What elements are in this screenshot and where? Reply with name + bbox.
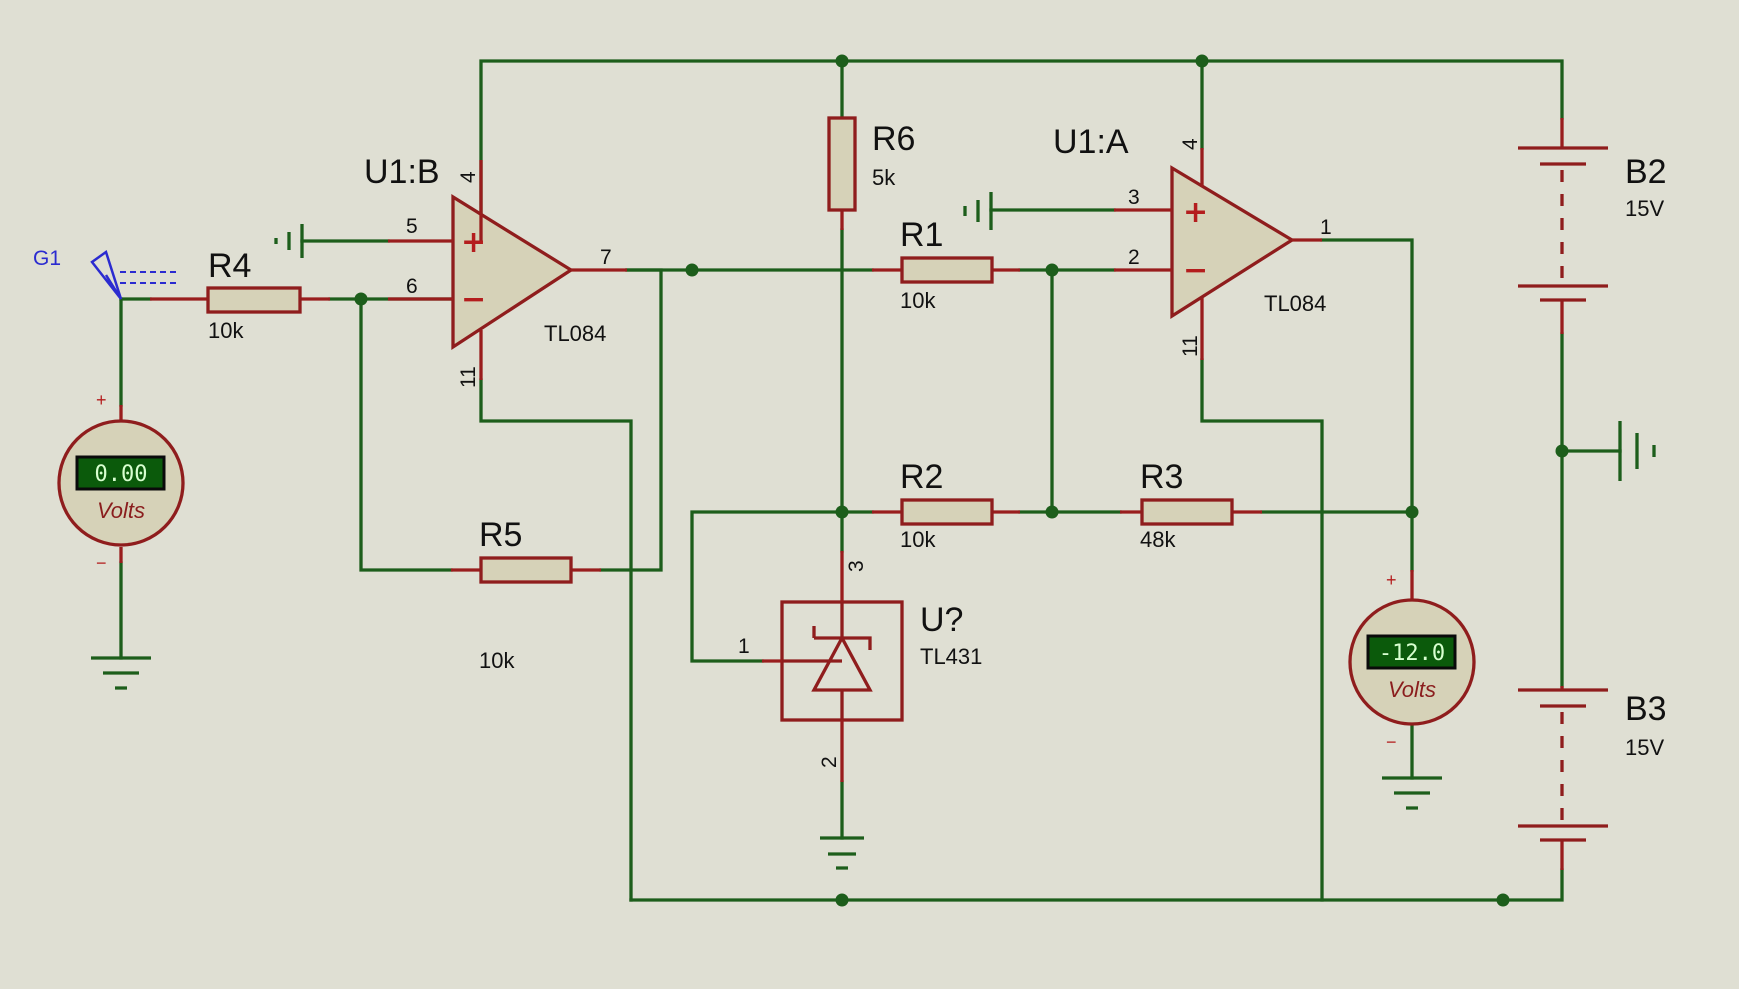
resistor-r3[interactable]: R3 48k — [1120, 458, 1262, 552]
junction-top-r6 — [835, 54, 849, 68]
r2-ref: R2 — [900, 458, 943, 496]
u1b-pin5: 5 — [406, 215, 418, 238]
resistor-r4[interactable]: R4 10k — [150, 247, 330, 343]
junction-u1b-out — [685, 263, 699, 277]
battery-b2[interactable]: B2 15V — [1518, 118, 1667, 334]
ground-icon — [91, 656, 151, 690]
voltmeter-output-display — [1366, 634, 1457, 670]
r3-ref: R3 — [1140, 458, 1183, 496]
u1a-value: TL084 — [1264, 291, 1326, 316]
junction-output — [1405, 505, 1419, 519]
voltmeter-input-minus: − — [96, 553, 107, 573]
u1a-pin1: 1 — [1320, 216, 1332, 239]
resistor-r5[interactable]: R5 10k — [451, 516, 601, 673]
voltmeter-input[interactable]: 0.00 Volts + − — [57, 390, 185, 573]
junction-cathode — [835, 505, 849, 519]
r6-ref: R6 — [872, 120, 915, 158]
shunt-regulator-tl431[interactable]: U? TL431 3 1 2 — [738, 551, 982, 782]
wire-top-rail — [479, 59, 1564, 244]
wire-u1a-out — [1320, 238, 1414, 572]
r2-value: 10k — [900, 527, 936, 552]
r5-value: 10k — [479, 648, 515, 673]
ground-icon — [1382, 776, 1442, 810]
junction-u1b-minus — [354, 292, 368, 306]
ground-symbols — [91, 192, 1656, 870]
u1a-minus-sign: − — [1183, 253, 1208, 288]
junction-r1-sum — [1045, 263, 1059, 277]
resistor-r2[interactable]: R2 10k — [872, 458, 1020, 552]
wire-bottom-rail — [629, 868, 1564, 902]
u1a-plus-sign: + — [1183, 195, 1208, 230]
tl431-ref: U? — [920, 601, 963, 639]
resistor-r6[interactable]: R6 5k — [827, 116, 915, 230]
junction-bottom-mid — [835, 893, 849, 907]
g1-ref: G1 — [33, 247, 61, 270]
wire-u1a-vneg — [1200, 358, 1324, 902]
b2-ref: B2 — [1625, 153, 1667, 191]
u1b-minus-sign: − — [461, 282, 486, 317]
r4-value: 10k — [208, 318, 244, 343]
ground-icon — [963, 192, 993, 230]
u1b-ref: U1:B — [364, 153, 440, 191]
ground-icon — [820, 836, 864, 870]
voltmeter-input-display — [75, 455, 166, 491]
ground-icon — [274, 224, 304, 258]
probe-icon — [90, 249, 123, 300]
wire-u1b-vneg — [479, 378, 633, 902]
resistor-r1[interactable]: R1 10k — [872, 216, 1020, 313]
u1b-pin4: 4 — [457, 171, 480, 183]
tl431-pin2: 2 — [818, 756, 841, 768]
r4-ref: R4 — [208, 247, 251, 285]
junction-battery-mid — [1555, 444, 1569, 458]
u1a-pin11: 11 — [1179, 335, 1202, 357]
wire-network — [119, 59, 1622, 902]
u1a-ref: U1:A — [1053, 123, 1129, 161]
u1b-pin11: 11 — [457, 366, 480, 388]
u1a-pin3: 3 — [1128, 186, 1140, 209]
wire-tl431-ref — [690, 510, 844, 663]
u1b-pin6: 6 — [406, 275, 418, 298]
voltmeter-output-reading: -12.0 — [1379, 641, 1445, 666]
junction-top-u1a — [1195, 54, 1209, 68]
voltmeter-input-unit: Volts — [97, 498, 145, 523]
u1a-pin2: 2 — [1128, 246, 1140, 269]
ground-icon — [1618, 421, 1656, 481]
b3-ref: B3 — [1625, 690, 1667, 728]
voltmeter-output-minus: − — [1386, 732, 1397, 752]
dc-source-icon — [120, 271, 176, 284]
r1-value: 10k — [900, 288, 936, 313]
r1-ref: R1 — [900, 216, 943, 254]
junction-r2-r3 — [1045, 505, 1059, 519]
b3-value: 15V — [1625, 735, 1664, 760]
wire-r5-feedback — [359, 297, 453, 572]
r5-ref: R5 — [479, 516, 522, 554]
u1b-pin7: 7 — [600, 246, 612, 269]
voltmeter-output[interactable]: -12.0 Volts + − — [1348, 570, 1476, 752]
u1b-plus-sign: + — [461, 225, 486, 260]
tl431-pin1: 1 — [738, 635, 750, 658]
opamp-u1a[interactable]: + − U1:A TL084 3 2 1 4 11 — [1053, 123, 1332, 360]
voltmeter-input-reading: 0.00 — [95, 462, 148, 487]
tl431-pin3: 3 — [845, 560, 868, 572]
junctions — [354, 54, 1569, 907]
generator-g1[interactable]: G1 — [33, 247, 176, 300]
battery-b3[interactable]: B3 15V — [1518, 686, 1667, 870]
tl431-value: TL431 — [920, 644, 982, 669]
r3-value: 48k — [1140, 527, 1176, 552]
u1b-value: TL084 — [544, 321, 606, 346]
junction-bottom-right — [1496, 893, 1510, 907]
opamp-u1b[interactable]: + − U1:B TL084 5 6 7 4 11 — [364, 153, 627, 388]
voltmeter-output-unit: Volts — [1388, 677, 1436, 702]
voltmeter-output-plus: + — [1386, 570, 1397, 590]
u1a-pin4: 4 — [1179, 138, 1202, 150]
b2-value: 15V — [1625, 196, 1664, 221]
voltmeter-input-plus: + — [96, 390, 107, 410]
r6-value: 5k — [872, 165, 896, 190]
